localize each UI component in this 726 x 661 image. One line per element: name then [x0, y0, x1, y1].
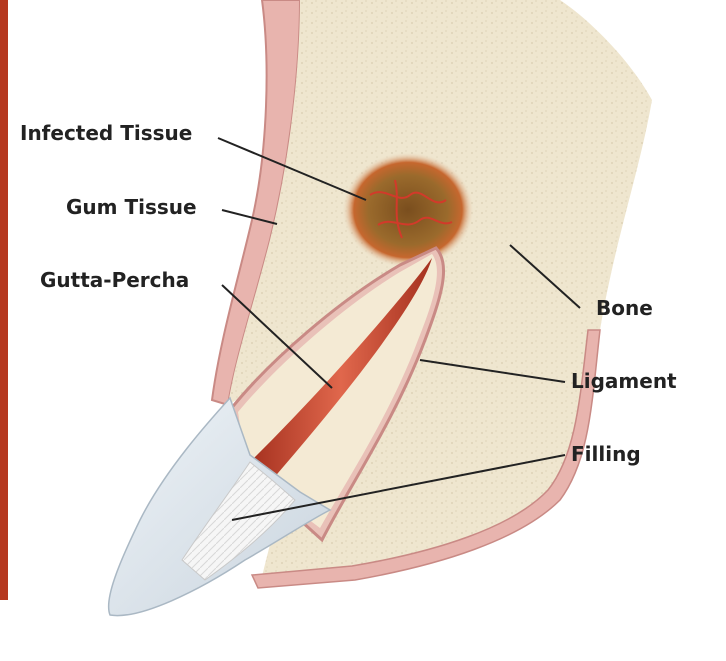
- label-infected-tissue: Infected Tissue: [20, 123, 192, 143]
- left-edge-strip: [0, 0, 8, 600]
- label-gum-tissue: Gum Tissue: [66, 197, 197, 217]
- label-bone: Bone: [596, 298, 653, 318]
- label-gutta-percha: Gutta-Percha: [40, 270, 189, 290]
- label-filling: Filling: [571, 444, 641, 464]
- infected-tissue-shape: [342, 152, 474, 268]
- label-ligament: Ligament: [571, 371, 677, 391]
